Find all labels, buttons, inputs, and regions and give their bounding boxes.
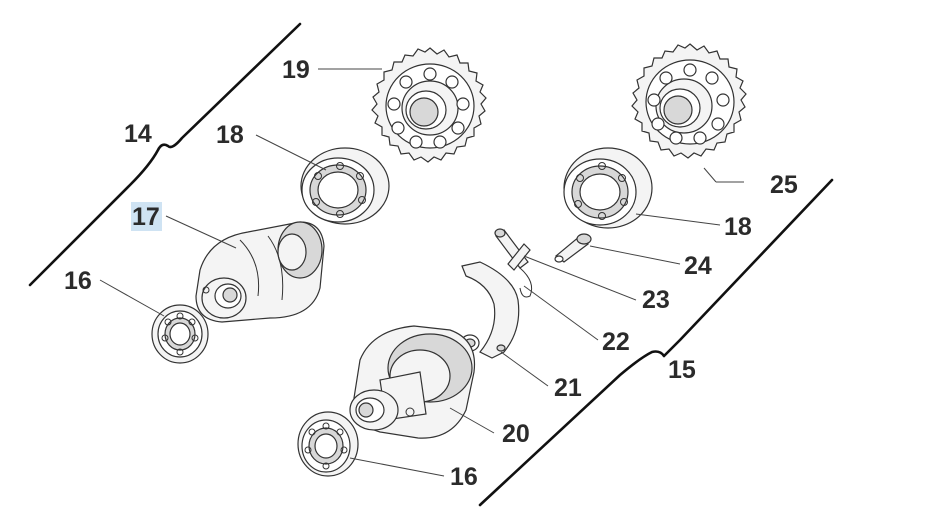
label-21[interactable]: 21 xyxy=(554,374,582,402)
lever-23[interactable] xyxy=(494,228,531,271)
label-24[interactable]: 24 xyxy=(684,252,712,280)
selector-arm-21[interactable] xyxy=(460,261,520,359)
bearing-16-left[interactable] xyxy=(151,304,209,364)
spring-22[interactable] xyxy=(519,267,533,298)
label-17[interactable]: 17 xyxy=(132,203,160,231)
label-20[interactable]: 20 xyxy=(502,420,530,448)
label-17-highlight xyxy=(131,202,162,231)
label-19[interactable]: 19 xyxy=(282,56,310,84)
label-25[interactable]: 25 xyxy=(770,171,798,199)
label-22[interactable]: 22 xyxy=(602,328,630,356)
label-18-left[interactable]: 18 xyxy=(216,121,244,149)
label-16-right[interactable]: 16 xyxy=(450,463,478,491)
part-labels: 14 15 19 18 17 16 25 18 24 23 22 21 20 1… xyxy=(64,56,798,491)
label-16-left[interactable]: 16 xyxy=(64,267,92,295)
pin-24[interactable] xyxy=(554,233,592,263)
bearing-18-left[interactable] xyxy=(300,147,390,225)
gear-19[interactable] xyxy=(371,47,487,163)
label-23[interactable]: 23 xyxy=(642,286,670,314)
leader-lines xyxy=(99,68,744,477)
label-18-right[interactable]: 18 xyxy=(724,213,752,241)
crankshaft-20[interactable] xyxy=(349,325,476,439)
label-14[interactable]: 14 xyxy=(124,120,152,148)
label-15[interactable]: 15 xyxy=(668,356,696,384)
bearing-16-right[interactable] xyxy=(297,411,359,477)
group-15-brace xyxy=(478,178,834,507)
group-14-brace xyxy=(28,22,302,287)
crankshaft-17[interactable] xyxy=(195,221,325,323)
bearing-18-right[interactable] xyxy=(563,147,653,229)
gear-25[interactable] xyxy=(631,43,747,159)
